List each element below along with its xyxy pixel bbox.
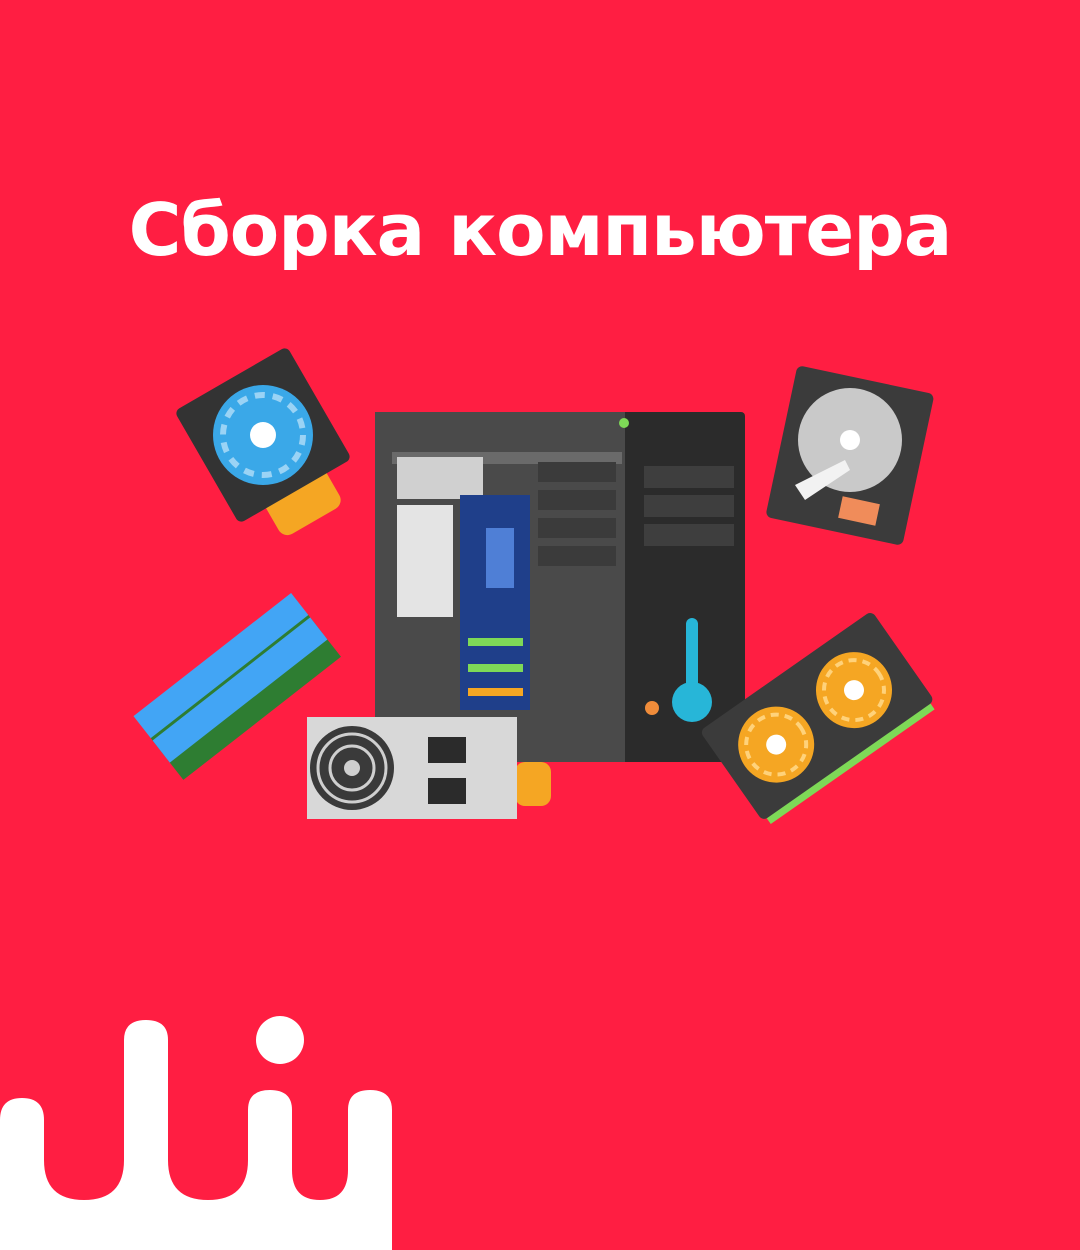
hard-drive-icon <box>766 366 934 545</box>
brand-wave-logo <box>0 1016 392 1250</box>
cpu-cooler-icon <box>176 348 350 536</box>
power-supply-icon <box>307 717 551 819</box>
graphics-card-icon <box>701 612 935 825</box>
page-title: Сборка компьютера <box>128 188 953 272</box>
ram-modules-icon <box>133 592 341 780</box>
computer-case-icon <box>375 412 745 762</box>
